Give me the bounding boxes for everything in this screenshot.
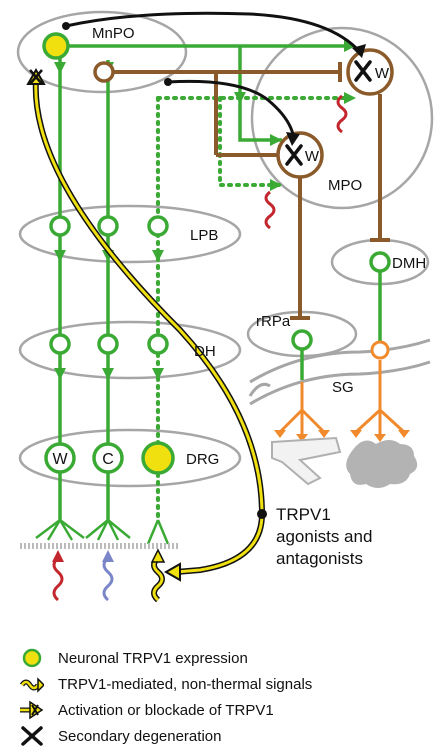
legend-text: Activation or blockade of TRPV1	[58, 701, 274, 719]
legend-text: Secondary degeneration	[58, 727, 222, 745]
agonists-label-line2: agonists and	[276, 527, 372, 546]
cold-stimulus-arrow	[102, 556, 114, 602]
mpo-warm-neuron-upper	[346, 48, 394, 96]
legend-text: Neuronal TRPV1 expression	[58, 649, 248, 667]
dh-neuron-trpv1	[147, 333, 169, 355]
dmh-neuron	[369, 251, 391, 273]
yellow-dot-icon	[22, 648, 42, 668]
mnpo-inhibitory-neuron	[93, 61, 115, 83]
wavy-arrow-icon	[20, 677, 44, 693]
drg-trpv1-neuron	[141, 441, 175, 475]
dh-neuron-warm	[49, 333, 71, 355]
mpo-label: MPO	[328, 177, 362, 194]
drg-cold-symbol: C	[102, 451, 114, 468]
mpo-region	[250, 26, 434, 210]
lpb-neuron-trpv1	[147, 215, 169, 237]
black-projections	[65, 11, 362, 141]
dh-label: DH	[194, 343, 216, 360]
drg-warm-symbol: W	[52, 451, 68, 468]
mpo-thermal-signals	[264, 94, 348, 230]
sg-effector-neurons	[278, 360, 406, 436]
dh-neuron-cold	[97, 333, 119, 355]
arrow-head-icon	[20, 700, 44, 720]
mnpo-region	[16, 10, 188, 94]
legend-item: Neuronal TRPV1 expression	[20, 646, 248, 670]
sg-band	[248, 338, 431, 406]
thermoregulation-pathway-diagram: W C W W	[16, 10, 434, 603]
lpb-label: LPB	[190, 227, 218, 244]
lpb-neuron-warm	[49, 215, 71, 237]
warm-stimulus-arrow	[52, 556, 64, 602]
drg-neuron-warm	[44, 442, 76, 474]
degeneration-cross-marks	[285, 60, 372, 166]
lpb-neuron-cold	[97, 215, 119, 237]
dmh-label: DMH	[392, 255, 426, 272]
legend-text: TRPV1-mediated, non-thermal signals	[58, 675, 313, 693]
mpo-warm-symbol-lower: W	[305, 148, 320, 165]
lpb-region	[18, 204, 242, 264]
legend-item: Secondary degeneration	[20, 724, 221, 748]
drg-neuron-cold	[92, 442, 124, 474]
drg-region	[18, 428, 242, 488]
mpo-warm-symbol-upper: W	[375, 65, 390, 82]
mnpo-trpv1-neuron	[42, 32, 70, 60]
skin-nerve-endings	[35, 519, 170, 545]
agonists-label-line1: TRPV1	[276, 505, 331, 524]
legend-item: Activation or blockade of TRPV1	[20, 698, 274, 722]
mpo-warm-neuron-lower	[276, 131, 324, 179]
agonists-label-line3: antagonists	[276, 549, 363, 568]
cross-icon	[21, 726, 43, 746]
rrpa-label: rRPa	[256, 313, 291, 330]
blood-vessel	[271, 436, 342, 486]
legend-item: TRPV1-mediated, non-thermal signals	[20, 672, 312, 696]
legend: Neuronal TRPV1 expression TRPV1-mediated…	[0, 640, 444, 752]
brown-fat	[346, 440, 418, 488]
dh-region	[18, 320, 242, 380]
rrpa-neuron	[291, 329, 313, 351]
mnpo-label: MnPO	[92, 25, 135, 42]
sg-label: SG	[332, 379, 354, 396]
drg-label: DRG	[186, 451, 219, 468]
